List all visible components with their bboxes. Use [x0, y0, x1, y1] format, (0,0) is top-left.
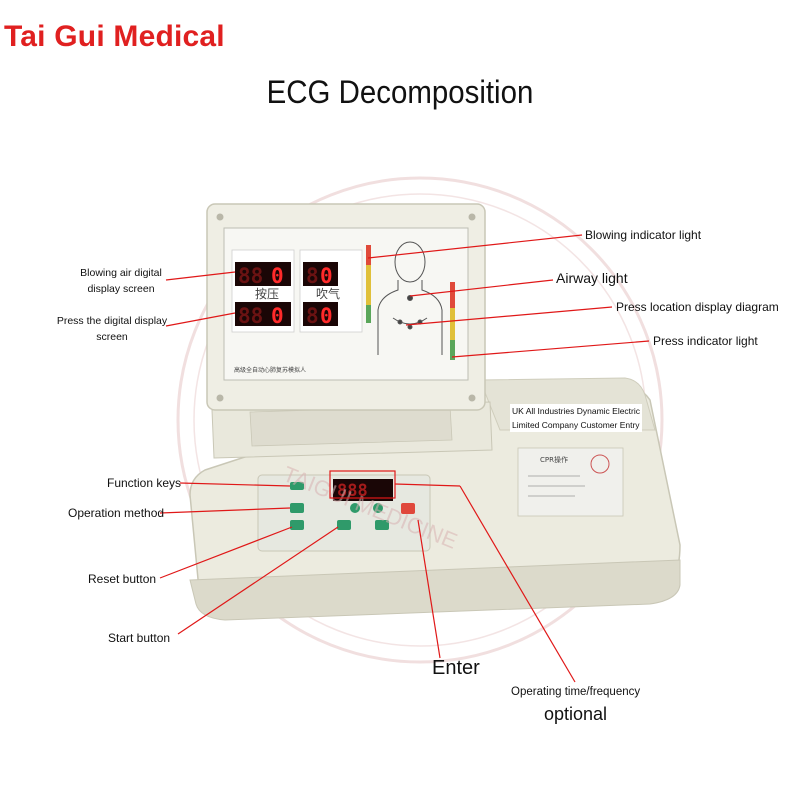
label-line: screen [96, 331, 128, 343]
label-reset-button: Reset button [88, 572, 157, 586]
display-lid: 88 0 88 0 8 0 8 0 按压 吹气 高级全自动心肺复苏模拟人 [206, 203, 486, 411]
label-line: display screen [87, 283, 155, 295]
press-location-diagram [377, 241, 443, 355]
label-line: Limited Company Customer Entry [512, 420, 640, 430]
page-title: ECG Decomposition [266, 74, 534, 110]
start-button[interactable] [337, 520, 351, 530]
press-digit: 0 [271, 304, 284, 328]
cpr-card-label: CPR操作 [540, 455, 568, 464]
label-start-button: Start button [108, 631, 171, 645]
operation-method-button[interactable] [290, 503, 304, 513]
function-key[interactable] [290, 482, 304, 490]
label-line: Press the digital display [56, 315, 168, 327]
cpr-info-card: CPR操作 [517, 447, 624, 517]
enter-button[interactable] [375, 520, 389, 530]
label-press-digital-screen: Press the digital display screen [56, 313, 168, 345]
label-customer-entry: UK All Industries Dynamic Electric Limit… [510, 404, 643, 432]
label-line: UK All Industries Dynamic Electric [512, 406, 641, 416]
round-button-left[interactable] [350, 503, 360, 513]
svg-text:8: 8 [306, 264, 319, 288]
label-blowing-air-digital-screen: Blowing air digital display screen [70, 265, 172, 297]
right-top-digit: 0 [320, 264, 333, 288]
label-operation-method: Operation method [68, 506, 165, 520]
label-blowing-indicator-light: Blowing indicator light [585, 228, 702, 242]
control-panel: 888 [257, 474, 431, 552]
svg-text:8: 8 [306, 304, 319, 328]
label-optional: optional [544, 704, 608, 724]
label-operating-time: Operating time/frequency [511, 686, 641, 698]
label-press-indicator-light: Press indicator light [653, 334, 758, 348]
press-panel-label: 按压 [255, 287, 279, 301]
svg-text:888: 888 [337, 481, 368, 501]
label-airway-light: Airway light [556, 270, 628, 286]
label-line: Blowing air digital [80, 267, 162, 279]
red-button[interactable] [401, 503, 415, 514]
label-press-location-diagram: Press location display diagram [616, 300, 779, 314]
svg-text:88: 88 [238, 304, 263, 328]
right-bottom-digit: 0 [320, 304, 333, 328]
blowing-air-digit: 0 [271, 264, 284, 288]
callout-lines [159, 234, 650, 683]
blow-panel-label: 吹气 [316, 286, 340, 301]
brand-logo-text: Tai Gui Medical [4, 20, 225, 53]
label-function-keys: Function keys [107, 476, 182, 490]
reset-button[interactable] [290, 520, 304, 530]
svg-text:88: 88 [238, 264, 263, 288]
panel-caption: 高级全自动心肺复苏模拟人 [234, 366, 306, 374]
round-button-right[interactable] [373, 503, 383, 513]
label-enter: Enter [432, 657, 480, 679]
